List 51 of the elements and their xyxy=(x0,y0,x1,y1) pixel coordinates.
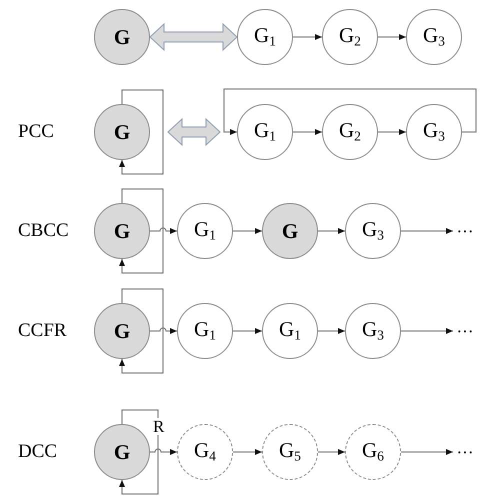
node-label: G$_{3}$ xyxy=(423,25,445,49)
node-label: G$_{2}$ xyxy=(339,120,361,144)
arrow xyxy=(150,228,178,234)
node-label: G$_{3}$ xyxy=(362,219,384,243)
arrow xyxy=(400,328,454,334)
node-label: G$_{1}$ xyxy=(194,219,216,243)
arrow xyxy=(292,129,322,135)
node-label: G xyxy=(114,122,130,142)
node-label: G xyxy=(114,442,130,462)
node-label: G xyxy=(282,220,298,242)
arrow xyxy=(318,228,346,234)
arrow xyxy=(400,228,454,234)
node-label: G xyxy=(114,320,130,342)
feedback-loop-arrow xyxy=(119,90,164,174)
feedback-loop-arrow xyxy=(119,288,164,374)
arrow xyxy=(318,449,346,455)
row-label: CCFR xyxy=(18,320,67,342)
arrow xyxy=(150,328,178,334)
arrow xyxy=(150,448,178,455)
node-label: G xyxy=(114,26,130,48)
arrow xyxy=(318,328,346,334)
double-block-arrow xyxy=(167,118,221,146)
row-label: CBCC xyxy=(18,220,69,242)
arrow xyxy=(378,34,406,40)
ellipsis-text: ··· xyxy=(456,222,474,240)
arrow xyxy=(232,449,262,455)
row-label: PCC xyxy=(18,121,54,143)
row-label: DCC xyxy=(18,441,58,463)
node-label: G$_{4}$ xyxy=(194,440,216,464)
edge-label: R xyxy=(152,418,166,435)
arrow xyxy=(292,34,322,40)
feedback-arrow xyxy=(224,88,476,135)
feedback-loop-arrow xyxy=(119,188,164,274)
node-label: G$_{1}$ xyxy=(279,319,301,343)
node-label: G$_{1}$ xyxy=(254,120,276,144)
node-label: G$_{5}$ xyxy=(279,440,301,464)
ellipsis-text: ··· xyxy=(456,444,474,460)
arrow xyxy=(232,328,262,334)
arrow xyxy=(400,449,454,455)
node-label: G$_{1}$ xyxy=(254,25,276,49)
node-label: G$_{3}$ xyxy=(423,120,445,144)
arrow xyxy=(378,129,406,135)
node-label: G$_{3}$ xyxy=(362,319,384,343)
double-block-arrow xyxy=(149,22,238,52)
node-label: G$_{2}$ xyxy=(339,25,361,49)
node-label: G$_{6}$ xyxy=(362,440,384,464)
ellipsis-text: ··· xyxy=(456,322,474,340)
node-label: G xyxy=(114,220,130,242)
arrow xyxy=(232,228,262,234)
node-label: G$_{1}$ xyxy=(194,319,216,343)
feedback-loop-arrow xyxy=(119,410,158,494)
